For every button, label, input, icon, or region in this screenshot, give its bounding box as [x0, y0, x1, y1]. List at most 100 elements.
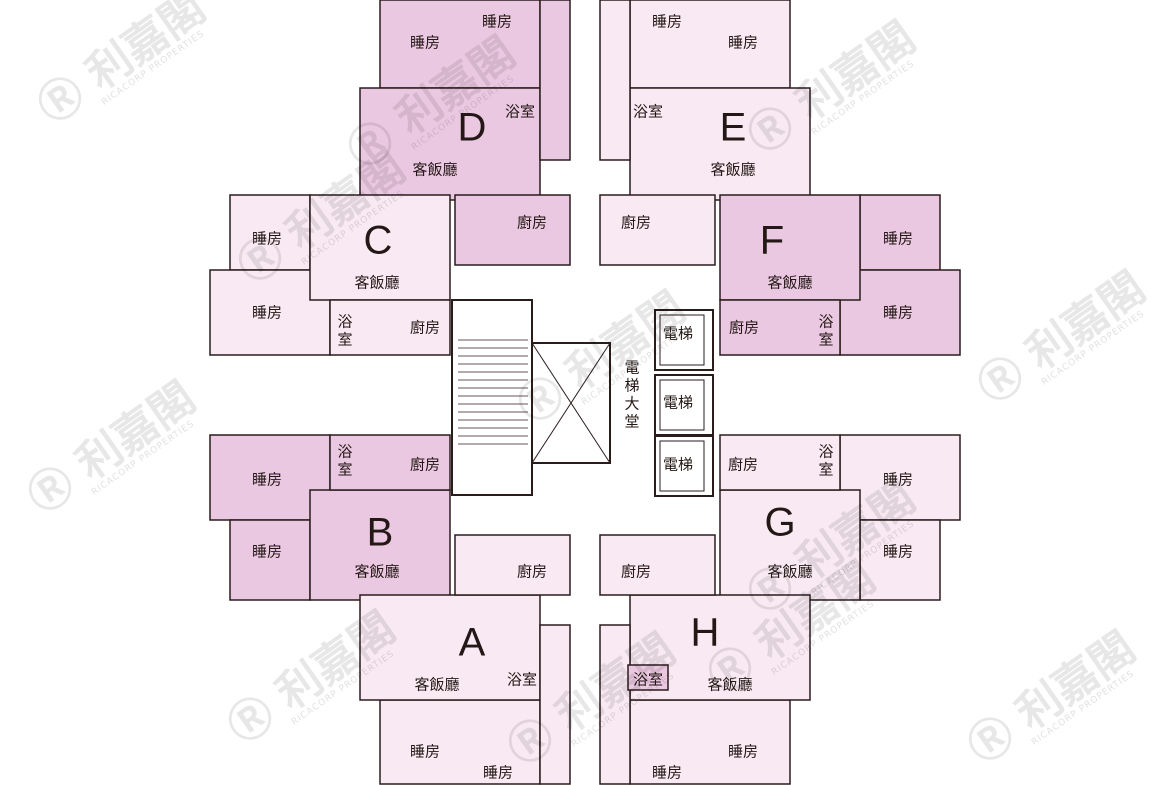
room-area: [454, 194, 571, 266]
core-area: [451, 299, 714, 497]
room-area: [229, 194, 311, 271]
room-label: 廚房: [410, 456, 440, 474]
room-label: 浴室: [633, 671, 663, 689]
room-label: 客飯廳: [767, 563, 812, 581]
lobby-label: 堂: [624, 413, 639, 431]
room-label: 睡房: [883, 471, 913, 489]
unit-letter: B: [367, 511, 394, 555]
room-label: 室: [818, 461, 833, 479]
room-label: 浴室: [633, 103, 663, 121]
room-area: [454, 534, 571, 596]
unit-b: 浴 室 廚房 睡房 B 睡房 客飯廳: [252, 443, 440, 581]
room-label: 睡房: [252, 304, 282, 322]
unit-letter: D: [458, 106, 487, 150]
unit-letter: F: [760, 219, 784, 263]
lift-car-inner: [659, 379, 705, 431]
room-label: 睡房: [728, 34, 758, 52]
room-label: 睡房: [728, 743, 758, 761]
unit-letter: G: [764, 501, 795, 545]
room-label: 浴室: [505, 103, 535, 121]
room-area: [719, 194, 861, 301]
room-area: [629, 0, 791, 89]
room-area: [309, 489, 451, 601]
room-label: 睡房: [482, 13, 512, 31]
room-label: 睡房: [410, 743, 440, 761]
lift-car-inner: [659, 440, 705, 492]
lift-lobby: 電梯 電梯 電梯 電 梯 大 堂: [624, 325, 693, 474]
room-label: 廚房: [728, 456, 758, 474]
room-label: 客飯廳: [354, 274, 399, 292]
unit-fills: [209, 0, 961, 785]
lift-label: 電梯: [663, 394, 693, 412]
room-area: [379, 699, 541, 785]
lift-car-inner: [659, 314, 705, 366]
room-area: [359, 87, 541, 201]
unit-f: 睡房 F 客飯廳 睡房 浴 室 廚房: [729, 219, 913, 349]
room-label: 浴: [818, 443, 833, 461]
room-label: 廚房: [621, 563, 651, 581]
lobby-label: 梯: [624, 377, 639, 395]
room-label: 廚房: [517, 563, 547, 581]
room-area: [629, 87, 811, 201]
room-label: 睡房: [883, 543, 913, 561]
room-area: [309, 194, 451, 301]
room-label: 浴: [818, 313, 833, 331]
room-area: [629, 594, 811, 701]
bathroom-area: [627, 664, 669, 691]
room-area: [719, 434, 841, 491]
room-area: [229, 519, 311, 601]
room-label: 客飯廳: [414, 676, 459, 694]
unit-e: 睡房 睡房 浴室 E 客飯廳 廚房: [621, 13, 758, 232]
room-label: 室: [818, 331, 833, 349]
room-area: [379, 0, 541, 89]
room-label: 浴: [337, 313, 352, 331]
room-area: [599, 624, 631, 785]
unit-d: 睡房 睡房 浴室 D 客飯廳 廚房: [410, 13, 547, 232]
room-label: 客飯廳: [710, 161, 755, 179]
room-label: 睡房: [252, 471, 282, 489]
room-label: 客飯廳: [412, 161, 457, 179]
room-label: 廚房: [729, 319, 759, 337]
room-area: [329, 434, 451, 491]
room-label: 睡房: [652, 764, 682, 782]
lift-label: 電梯: [663, 456, 693, 474]
room-area: [629, 699, 791, 785]
unit-letter: H: [691, 611, 720, 655]
svg-text:Ⓡ 利嘉閣: Ⓡ 利嘉閣: [29, 0, 215, 134]
room-label: 室: [337, 461, 352, 479]
room-label: 室: [337, 331, 352, 349]
room-label: 廚房: [621, 214, 651, 232]
room-label: 浴: [337, 443, 352, 461]
stairwell: [451, 299, 533, 496]
svg-text:Ⓡ 利嘉閣: Ⓡ 利嘉閣: [969, 262, 1155, 414]
room-area: [599, 0, 631, 161]
unit-c: 睡房 C 客飯廳 睡房 浴 室 廚房: [252, 219, 440, 349]
svg-text:Ⓡ 利嘉閣: Ⓡ 利嘉閣: [19, 372, 205, 524]
room-label: 客飯廳: [354, 563, 399, 581]
room-label: 廚房: [517, 214, 547, 232]
room-label: 客飯廳: [767, 274, 812, 292]
lift-label: 電梯: [663, 325, 693, 343]
lobby-label: 大: [624, 395, 639, 413]
room-label: 睡房: [883, 230, 913, 248]
room-label: 浴室: [507, 671, 537, 689]
room-area: [539, 624, 571, 785]
room-area: [719, 299, 841, 356]
svg-text:Ⓡ 利嘉閣: Ⓡ 利嘉閣: [959, 622, 1145, 774]
room-label: 廚房: [410, 319, 440, 337]
unit-letter: E: [720, 106, 747, 150]
unit-h: 廚房 H 浴室 客飯廳 睡房 睡房: [621, 563, 758, 782]
unit-g: 廚房 浴 室 睡房 G 睡房 客飯廳: [728, 443, 913, 581]
room-area: [599, 534, 716, 596]
room-label: 睡房: [410, 34, 440, 52]
room-area: [539, 0, 571, 161]
room-label: 睡房: [483, 764, 513, 782]
unit-letter: C: [364, 219, 393, 263]
room-area: [599, 194, 716, 266]
